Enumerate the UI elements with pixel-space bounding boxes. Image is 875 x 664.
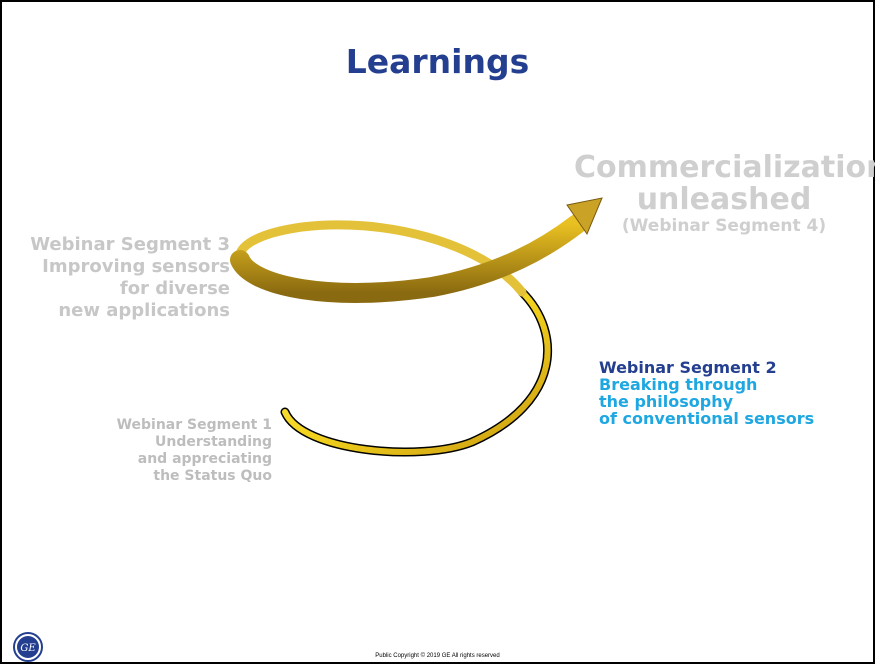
segment-3-line-3: for diverse [119,278,230,299]
segment-2-label: Webinar Segment 2 Breaking through the p… [599,359,869,427]
segment-3-line-1: Webinar Segment 3 [30,234,230,255]
ge-logo-icon: GE [13,632,43,662]
segment-4-label: Commercialization unleashed (Webinar Seg… [574,150,875,237]
segment-1-line-2: Understanding [154,434,272,450]
spiral-front-band [230,214,587,303]
slide-title: Learnings [345,42,530,81]
spiral-back-loop [235,220,527,297]
segment-1-line-3: and appreciating [137,451,272,467]
segment-1-line-4: the Status Quo [153,468,272,484]
segment-1-line-1: Webinar Segment 1 [116,417,272,433]
segment-3-line-4: new applications [58,300,230,321]
segment-4-line-2: unleashed [636,182,812,217]
ge-logo-text: GE [20,643,36,654]
segment-3-line-2: Improving sensors [42,256,230,277]
segment-2-line-3: the philosophy [599,392,734,411]
segment-4-line-1: Commercialization [574,150,875,185]
segment-2-line-2: Breaking through [599,375,758,394]
spiral-lower-loop [280,287,552,457]
segment-2-line-4: of conventional sensors [599,409,815,428]
segment-3-label: Webinar Segment 3 Improving sensors for … [22,234,230,322]
segment-4-line-3: (Webinar Segment 4) [621,216,827,236]
arrow-head [566,197,603,236]
segment-2-line-1: Webinar Segment 2 [599,358,777,377]
segment-1-label: Webinar Segment 1 Understanding and appr… [92,417,272,485]
footer-copyright: Public Copyright © 2019 GE All rights re… [375,653,500,659]
